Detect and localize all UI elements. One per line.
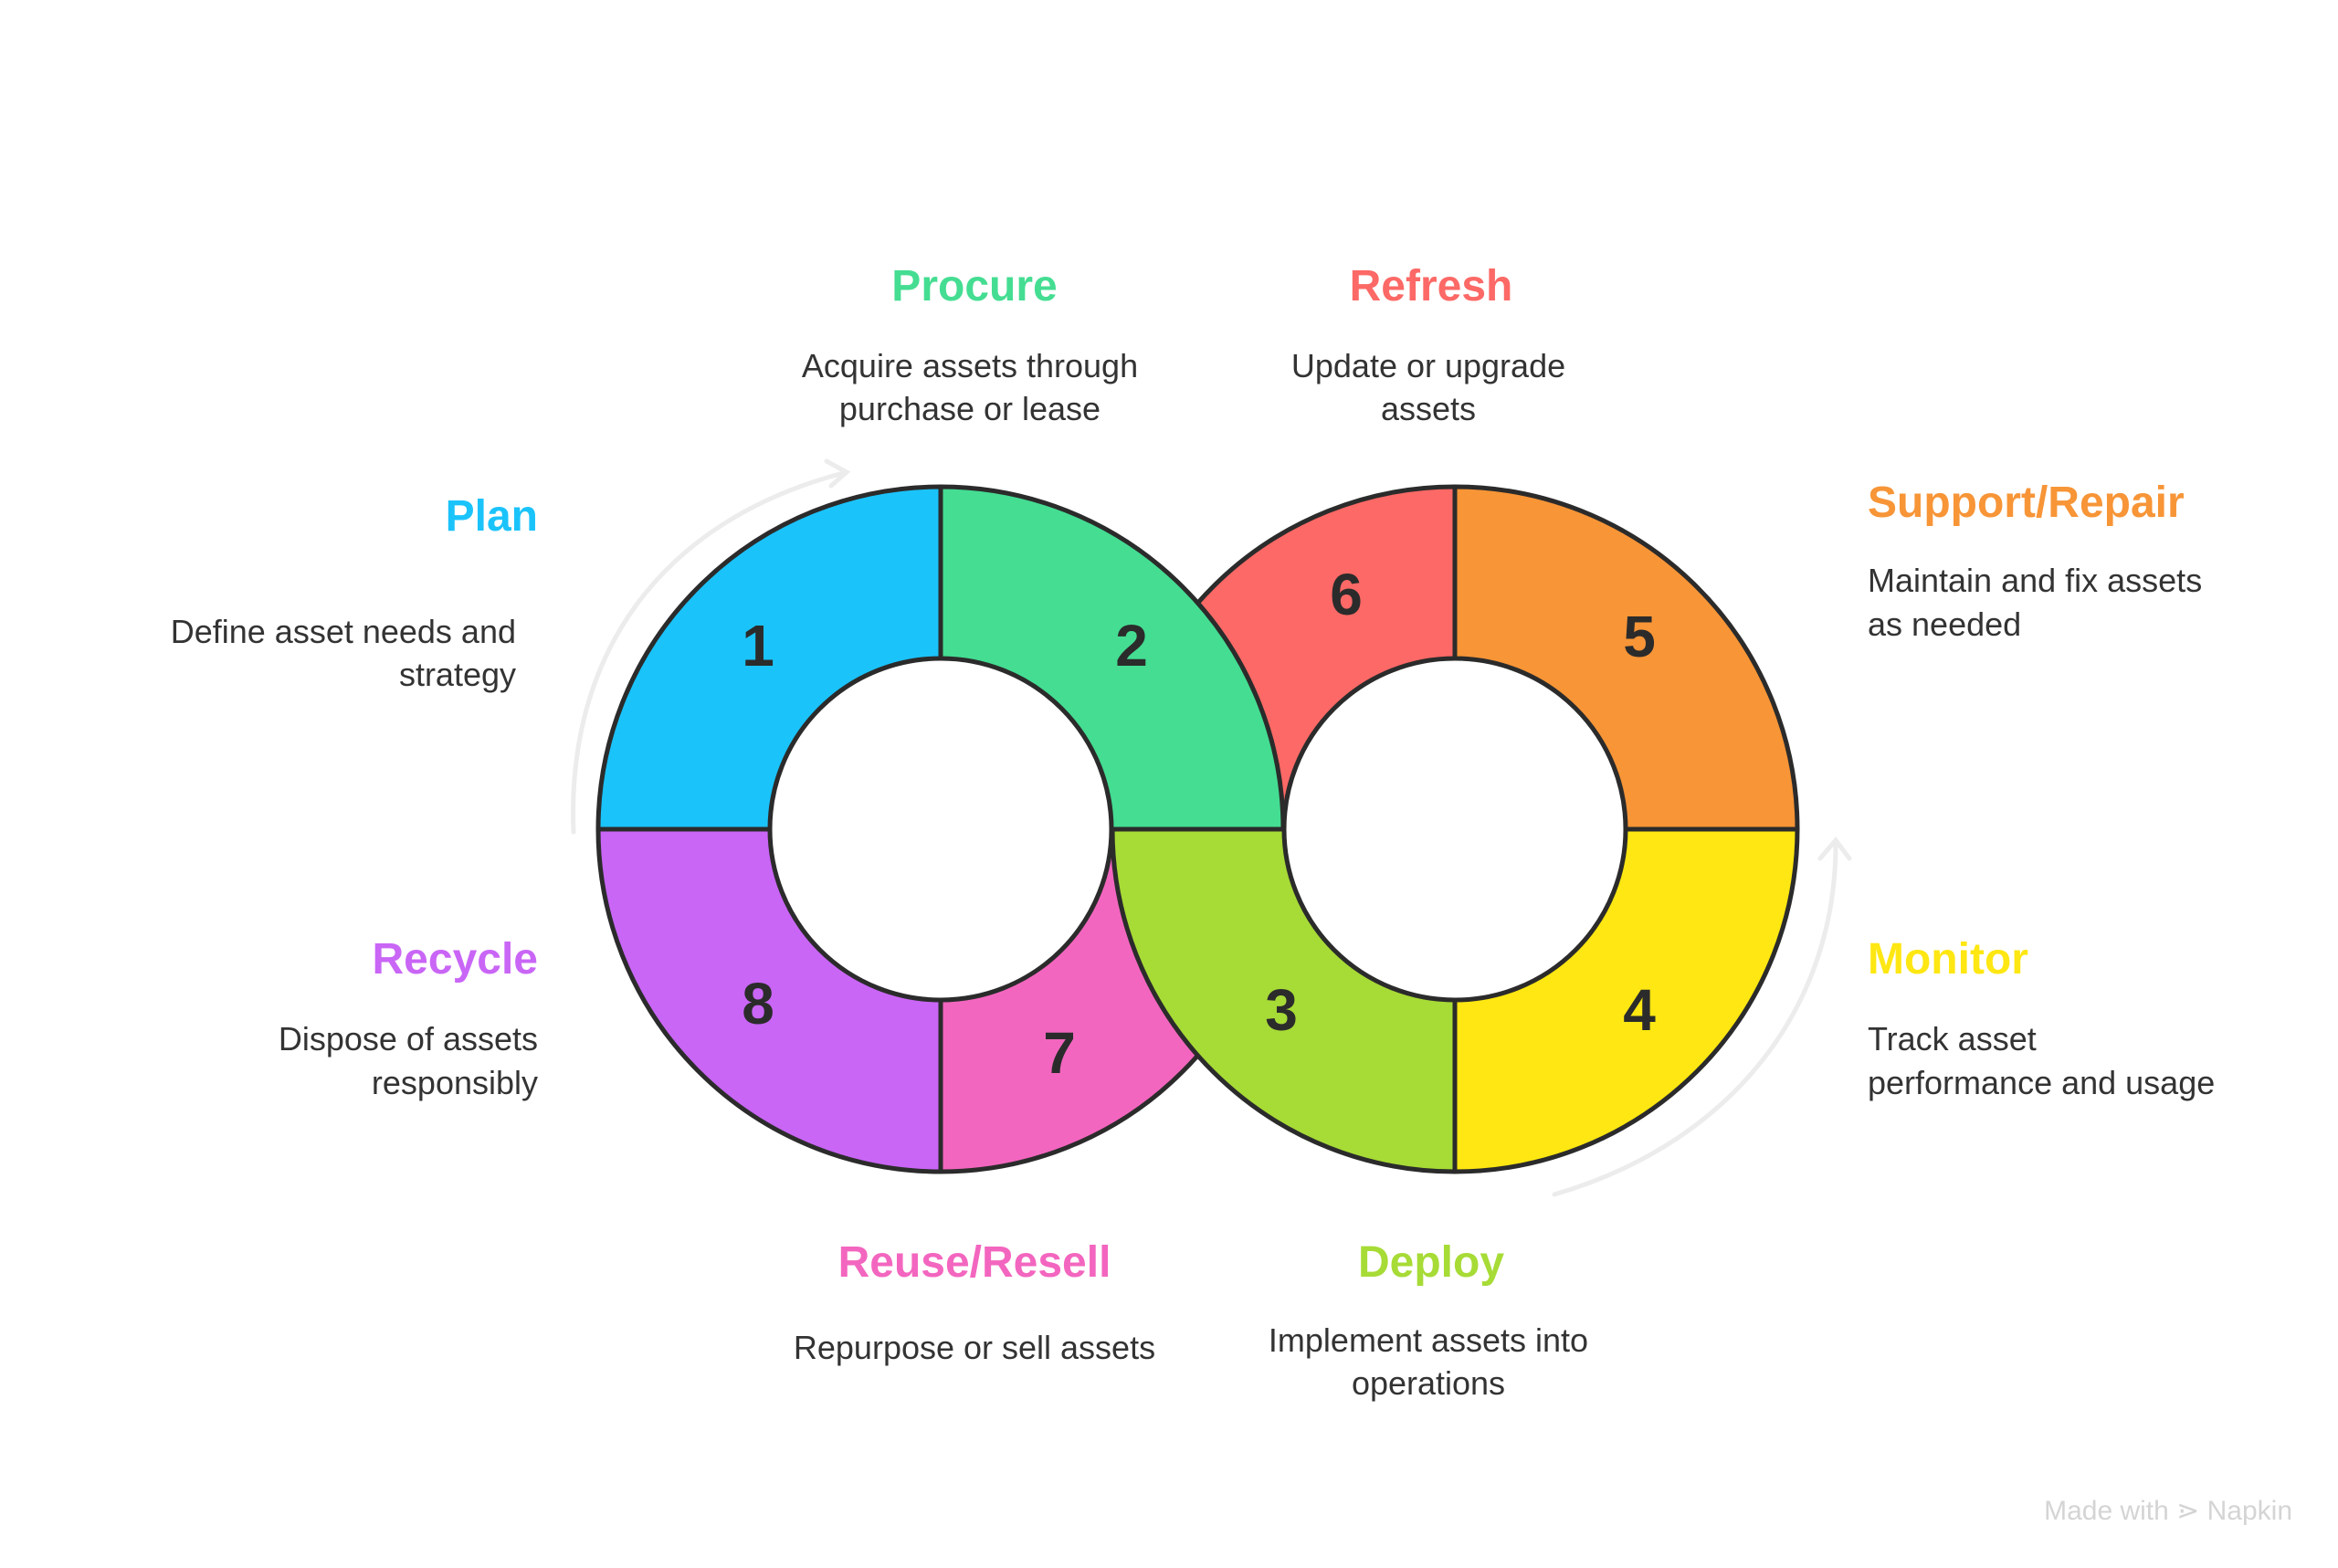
stage-title: Refresh [1350,262,1513,310]
stage-title: Procure [891,262,1057,310]
stage-desc: Implement assets into [1269,1321,1588,1359]
step-number: 4 [1623,977,1656,1043]
stage-label-support-repair: Support/Repair Maintain and fix assets a… [1868,479,2202,643]
stage-desc: operations [1352,1364,1505,1402]
stage-desc: Maintain and fix assets [1868,562,2202,599]
segment-recycle [595,826,943,1174]
segment-deploy [1110,826,1458,1174]
flow-arrow-right [1552,836,1852,1197]
stage-label-reuse-resell: Reuse/Resell Repurpose or sell assets [794,1238,1155,1366]
step-number: 3 [1265,977,1298,1043]
stage-label-recycle: Recycle Dispose of assets responsibly [279,935,538,1101]
segment-monitor [1452,826,1800,1174]
stage-title: Deploy [1358,1238,1504,1287]
stage-desc: assets [1381,390,1476,427]
stage-label-refresh: Refresh Update or upgrade assets [1291,262,1565,427]
stage-title: Support/Repair [1868,479,2185,527]
stage-title: Monitor [1868,935,2028,984]
stage-desc: purchase or lease [839,390,1101,427]
step-number: 6 [1330,562,1363,627]
segment-procure [938,484,1286,832]
napkin-watermark: Made with ⋗ Napkin [2044,1496,2292,1526]
stage-desc: as needed [1868,605,2021,643]
stage-desc: Define asset needs and [171,613,516,650]
step-number: 1 [742,613,774,679]
stage-desc: performance and usage [1868,1064,2215,1101]
flow-arrow-left [571,458,851,835]
stage-desc: Track asset [1868,1020,2037,1058]
segment-support-repair [1452,484,1800,832]
stage-title: Reuse/Resell [838,1238,1111,1287]
step-number: 5 [1623,604,1656,669]
stage-desc: Update or upgrade [1291,347,1565,384]
stage-desc: Acquire assets through [802,347,1138,384]
stage-desc: responsibly [372,1064,538,1101]
step-number: 8 [742,971,774,1037]
stage-label-deploy: Deploy Implement assets into operations [1269,1238,1588,1402]
stage-desc: Dispose of assets [279,1020,538,1058]
segment-plan [595,484,943,832]
stage-desc: strategy [399,656,516,693]
stage-label-procure: Procure Acquire assets through purchase … [802,262,1138,427]
step-number: 2 [1115,613,1148,679]
stage-label-plan: Plan Define asset needs and strategy [171,492,538,693]
stage-title: Plan [446,492,538,541]
stage-desc: Repurpose or sell assets [794,1329,1155,1366]
step-number: 7 [1043,1020,1076,1086]
stage-title: Recycle [373,935,538,984]
stage-label-monitor: Monitor Track asset performance and usag… [1868,935,2215,1101]
